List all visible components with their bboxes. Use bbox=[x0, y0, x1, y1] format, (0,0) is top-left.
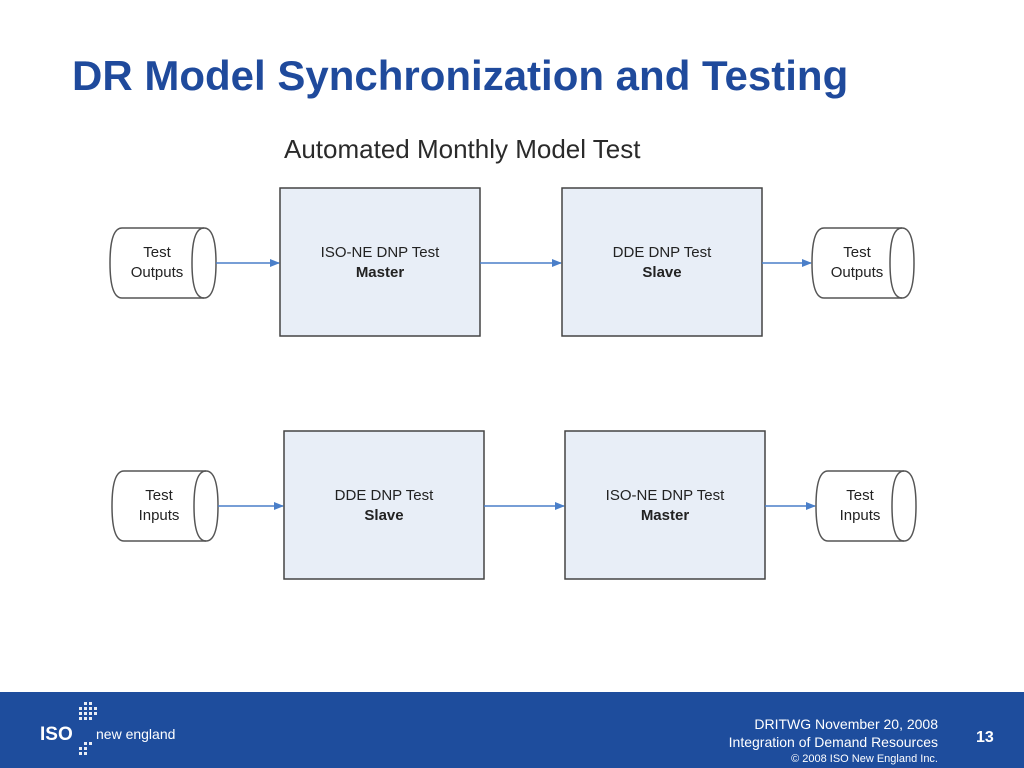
iso-logo-text: ISO bbox=[40, 724, 73, 745]
new-england-logo-text: new england bbox=[96, 726, 176, 742]
page-number: 13 bbox=[976, 729, 994, 746]
diagram-row-2: Test Inputs DDE DNP Test Slave ISO-NE DN… bbox=[111, 430, 917, 580]
store-label: Outputs bbox=[831, 264, 884, 281]
box-label: ISO-NE DNP Test bbox=[606, 487, 725, 504]
store-label: Test bbox=[843, 244, 871, 261]
box-label: DDE DNP Test bbox=[613, 244, 712, 261]
footer-copyright: © 2008 ISO New England Inc. bbox=[791, 753, 938, 765]
box-role: Slave bbox=[364, 507, 403, 524]
store-label: Inputs bbox=[840, 507, 881, 524]
footer-bar bbox=[0, 692, 1024, 768]
box-role: Master bbox=[356, 264, 405, 281]
diagram-title: Automated Monthly Model Test bbox=[284, 134, 641, 164]
process-box-slave: DDE DNP Test Slave bbox=[283, 430, 485, 580]
footer-info: DRITWG November 20, 2008 Integration of … bbox=[729, 715, 938, 767]
box-label: ISO-NE DNP Test bbox=[321, 244, 440, 261]
flow-diagram: Test Outputs ISO-NE DNP Test Master DDE … bbox=[109, 187, 917, 580]
store-test-outputs-left: Test Outputs bbox=[109, 227, 217, 299]
box-role: Master bbox=[641, 507, 690, 524]
store-label: Outputs bbox=[131, 264, 184, 281]
box-role: Slave bbox=[642, 264, 681, 281]
process-box-slave: DDE DNP Test Slave bbox=[561, 187, 763, 337]
diagram-row-1: Test Outputs ISO-NE DNP Test Master DDE … bbox=[109, 187, 915, 337]
store-test-outputs-right: Test Outputs bbox=[811, 227, 915, 299]
store-test-inputs-left: Test Inputs bbox=[111, 470, 219, 542]
process-box-master: ISO-NE DNP Test Master bbox=[279, 187, 481, 337]
store-test-inputs-right: Test Inputs bbox=[815, 470, 917, 542]
new-england-map-icon bbox=[79, 702, 97, 755]
store-label: Test bbox=[846, 487, 874, 504]
process-box-master: ISO-NE DNP Test Master bbox=[564, 430, 766, 580]
footer-topic: Integration of Demand Resources bbox=[728, 734, 938, 750]
store-label: Test bbox=[143, 244, 171, 261]
box-label: DDE DNP Test bbox=[335, 487, 434, 504]
store-label: Inputs bbox=[139, 507, 180, 524]
footer-event: DRITWG November 20, 2008 bbox=[754, 716, 938, 732]
slide-title: DR Model Synchronization and Testing bbox=[72, 52, 849, 99]
store-label: Test bbox=[145, 487, 173, 504]
